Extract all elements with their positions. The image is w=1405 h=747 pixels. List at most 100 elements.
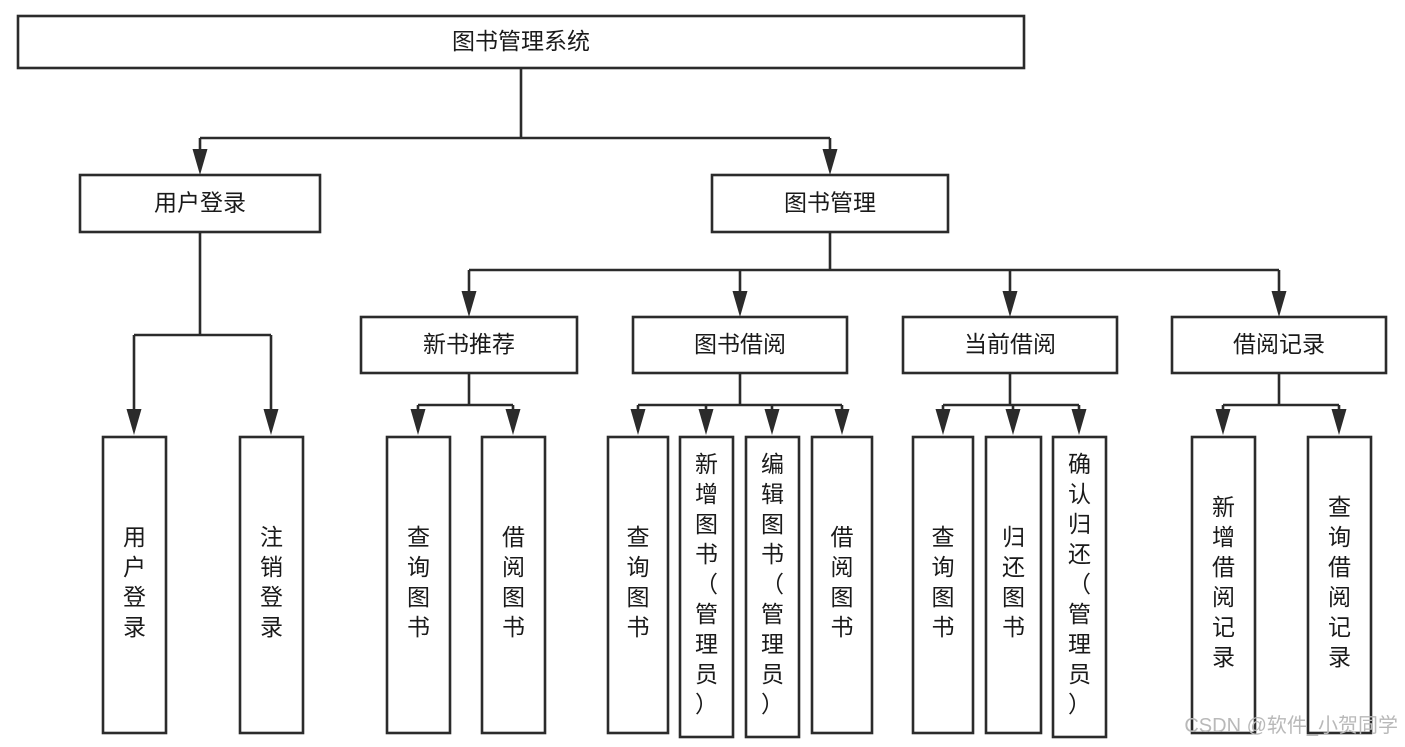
- node-label-leaf-confirm-return-admin-ch2: 归: [1068, 511, 1091, 537]
- node-label-leaf-user-login-ch1: 户: [123, 554, 146, 580]
- node-label-leaf-add-borrow-record-ch4: 记: [1212, 614, 1235, 640]
- node-book-borrow[interactable]: 图书借阅: [631, 315, 849, 375]
- node-label-leaf-edit-book-admin-ch4: （: [761, 571, 784, 597]
- node-box-leaf-borrow-book-recommend[interactable]: [480, 435, 547, 735]
- node-box-leaf-query-borrow-record[interactable]: [1306, 435, 1373, 735]
- node-label-leaf-query-book-recommend-ch2: 图: [407, 584, 430, 610]
- node-box-leaf-add-book-admin[interactable]: [678, 435, 735, 739]
- node-label-leaf-confirm-return-admin-ch0: 确: [1068, 451, 1091, 477]
- node-current-borrow[interactable]: 当前借阅: [901, 315, 1119, 375]
- node-label-leaf-borrow-book-recommend-ch2: 图: [502, 584, 525, 610]
- node-label-leaf-add-borrow-record-ch2: 借: [1212, 554, 1235, 580]
- node-label-leaf-add-book-admin-ch5: 管: [695, 601, 718, 627]
- node-label-leaf-confirm-return-admin-ch3: 还: [1068, 541, 1091, 567]
- node-book-manage[interactable]: 图书管理: [710, 173, 950, 234]
- arrow-head-1: [1005, 409, 1021, 435]
- node-borrow-record[interactable]: 借阅记录: [1170, 315, 1388, 375]
- node-box-leaf-query-book-borrow[interactable]: [606, 435, 670, 735]
- node-label-leaf-logout-ch0: 注: [260, 524, 283, 550]
- arrow-head-0: [935, 409, 951, 435]
- node-leaf-user-login[interactable]: 用户登录: [101, 435, 168, 735]
- arrow-head-1: [732, 291, 748, 317]
- node-label-leaf-add-borrow-record-ch0: 新: [1212, 494, 1235, 520]
- node-label-leaf-query-book-recommend-ch0: 查: [407, 524, 430, 550]
- node-label-leaf-query-borrow-record-ch2: 借: [1328, 554, 1351, 580]
- node-label-leaf-borrow-book-recommend-ch1: 阅: [502, 554, 525, 580]
- node-box-leaf-add-borrow-record[interactable]: [1190, 435, 1257, 735]
- node-box-leaf-borrow-book-borrow[interactable]: [810, 435, 874, 735]
- node-label-new-book-recommend: 新书推荐: [423, 331, 515, 357]
- node-box-root[interactable]: [16, 14, 1026, 70]
- node-box-leaf-logout[interactable]: [238, 435, 305, 735]
- node-label-leaf-query-book-current-ch3: 书: [932, 614, 955, 640]
- node-label-leaf-add-book-admin-ch8: ）: [695, 691, 718, 717]
- node-label-book-manage: 图书管理: [784, 190, 876, 216]
- arrow-head-0: [410, 409, 426, 435]
- node-box-leaf-edit-book-admin[interactable]: [744, 435, 801, 739]
- node-label-leaf-add-book-admin-ch4: （: [695, 571, 718, 597]
- node-label-leaf-borrow-book-borrow-ch3: 书: [831, 614, 854, 640]
- node-label-leaf-return-book-ch3: 书: [1002, 614, 1025, 640]
- node-box-book-borrow[interactable]: [631, 315, 849, 375]
- node-label-leaf-borrow-book-borrow-ch1: 阅: [831, 554, 854, 580]
- node-label-current-borrow: 当前借阅: [964, 331, 1056, 357]
- node-label-leaf-query-borrow-record-ch1: 询: [1328, 524, 1351, 550]
- arrow-head-3: [1271, 291, 1287, 317]
- node-label-root: 图书管理系统: [452, 28, 590, 54]
- node-label-leaf-return-book-ch2: 图: [1002, 584, 1025, 610]
- node-label-leaf-query-book-current-ch1: 询: [932, 554, 955, 580]
- arrow-head-0: [630, 409, 646, 435]
- node-box-current-borrow[interactable]: [901, 315, 1119, 375]
- node-label-leaf-query-book-borrow-ch3: 书: [627, 614, 650, 640]
- node-box-leaf-confirm-return-admin[interactable]: [1051, 435, 1108, 739]
- node-new-book-recommend[interactable]: 新书推荐: [359, 315, 579, 375]
- connector-group-record-to-leaves: [1215, 373, 1347, 435]
- arrow-head-2: [1071, 409, 1087, 435]
- node-box-leaf-query-book-recommend[interactable]: [385, 435, 452, 735]
- node-label-leaf-query-book-recommend-ch1: 询: [407, 554, 430, 580]
- node-label-leaf-add-book-admin-ch6: 理: [695, 631, 718, 657]
- node-box-new-book-recommend[interactable]: [359, 315, 579, 375]
- node-label-leaf-user-login-ch2: 登: [123, 584, 146, 610]
- node-user-login[interactable]: 用户登录: [78, 173, 322, 234]
- arrow-head-1: [263, 409, 279, 435]
- node-label-leaf-borrow-book-recommend-ch3: 书: [502, 614, 525, 640]
- node-label-leaf-query-book-recommend-ch3: 书: [407, 614, 430, 640]
- node-box-user-login[interactable]: [78, 173, 322, 234]
- node-label-user-login: 用户登录: [154, 190, 246, 216]
- node-label-borrow-record: 借阅记录: [1233, 331, 1325, 357]
- node-label-leaf-add-book-admin-ch7: 员: [695, 661, 718, 687]
- arrow-head-0: [192, 149, 208, 175]
- node-box-book-manage[interactable]: [710, 173, 950, 234]
- node-label-leaf-query-borrow-record-ch4: 记: [1328, 614, 1351, 640]
- node-label-leaf-query-book-borrow-ch2: 图: [627, 584, 650, 610]
- node-box-leaf-query-book-current[interactable]: [911, 435, 975, 735]
- node-label-leaf-logout-ch3: 录: [260, 614, 283, 640]
- node-label-leaf-edit-book-admin-ch7: 员: [761, 661, 784, 687]
- node-label-leaf-query-borrow-record-ch0: 查: [1328, 494, 1351, 520]
- node-label-leaf-borrow-book-borrow-ch0: 借: [831, 524, 854, 550]
- arrow-head-1: [822, 149, 838, 175]
- connector-group-recommend-to-leaves: [410, 373, 521, 435]
- node-box-leaf-return-book[interactable]: [984, 435, 1043, 735]
- node-label-leaf-query-book-borrow-ch1: 询: [627, 554, 650, 580]
- node-label-leaf-query-borrow-record-ch5: 录: [1328, 644, 1351, 670]
- node-label-leaf-add-borrow-record-ch1: 增: [1212, 524, 1235, 550]
- node-box-leaf-user-login[interactable]: [101, 435, 168, 735]
- arrow-head-1: [505, 409, 521, 435]
- node-label-leaf-confirm-return-admin-ch4: （: [1068, 571, 1091, 597]
- node-box-borrow-record[interactable]: [1170, 315, 1388, 375]
- node-root[interactable]: 图书管理系统: [16, 14, 1026, 70]
